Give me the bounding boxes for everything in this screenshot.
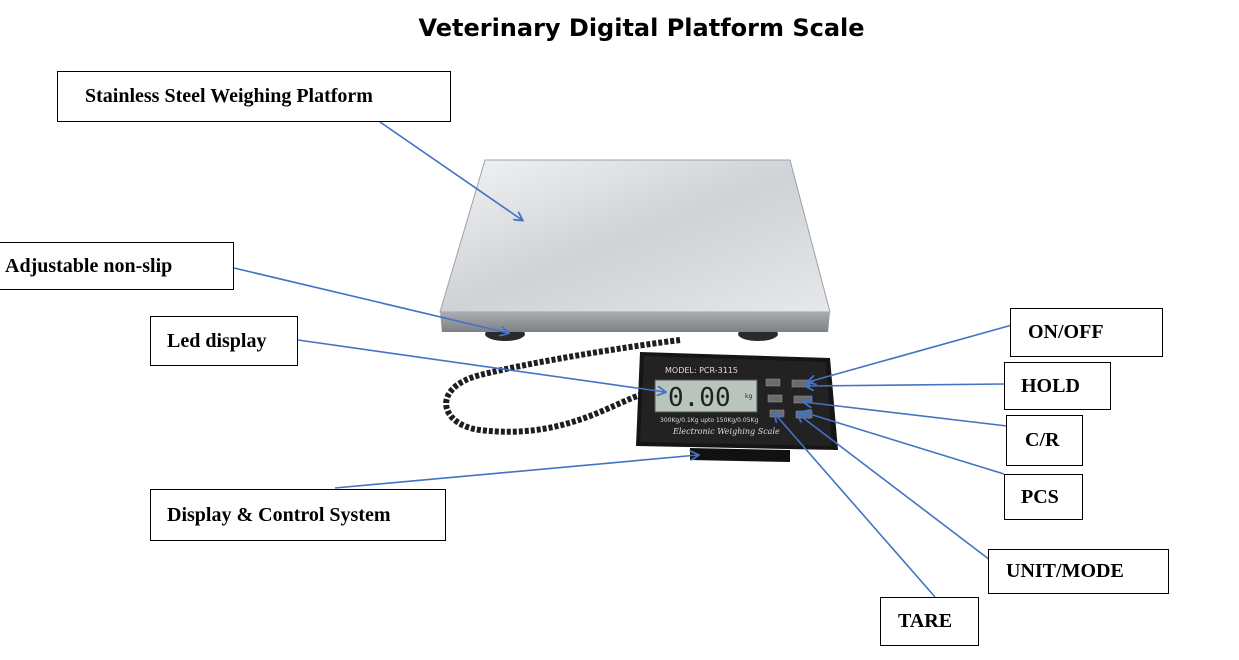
label-cr: C/R xyxy=(1006,415,1083,466)
arrow-unit xyxy=(798,414,991,561)
arrow-hold xyxy=(806,384,1006,386)
label-unit-mode: UNIT/MODE xyxy=(988,549,1169,594)
lcd-screen xyxy=(654,379,758,413)
weighing-platform xyxy=(439,159,831,332)
page-title: Veterinary Digital Platform Scale xyxy=(418,14,865,42)
arrow-cr xyxy=(804,402,1008,427)
arrow-control xyxy=(334,455,698,489)
label-pcs: PCS xyxy=(1004,474,1083,520)
label-feet: Adjustable non-slip xyxy=(0,242,234,290)
indicator-box xyxy=(636,352,838,462)
coiled-cable xyxy=(443,337,681,435)
arrow-tare xyxy=(775,414,936,598)
arrow-led xyxy=(297,339,665,392)
lcd-unit: kg xyxy=(745,393,752,400)
arrow-onoff xyxy=(808,324,1013,382)
label-led-display: Led display xyxy=(150,316,298,366)
brand-label: Electronic Weighing Scale xyxy=(672,427,780,436)
model-label: MODEL: PCR-3115 xyxy=(665,366,738,375)
arrow-feet xyxy=(233,267,508,333)
capacity-label: 300Kg/0.1Kg upto 150Kg/0.05Kg xyxy=(660,417,758,424)
lcd-reading: 0.00 xyxy=(668,383,731,413)
arrow-platform xyxy=(379,121,522,220)
callout-arrows xyxy=(233,121,1013,598)
label-control-system: Display & Control System xyxy=(150,489,446,541)
label-tare: TARE xyxy=(880,597,979,646)
label-platform: Stainless Steel Weighing Platform xyxy=(57,71,451,122)
arrow-pcs xyxy=(803,412,1005,475)
label-hold: HOLD xyxy=(1004,362,1111,410)
label-onoff: ON/OFF xyxy=(1010,308,1163,357)
